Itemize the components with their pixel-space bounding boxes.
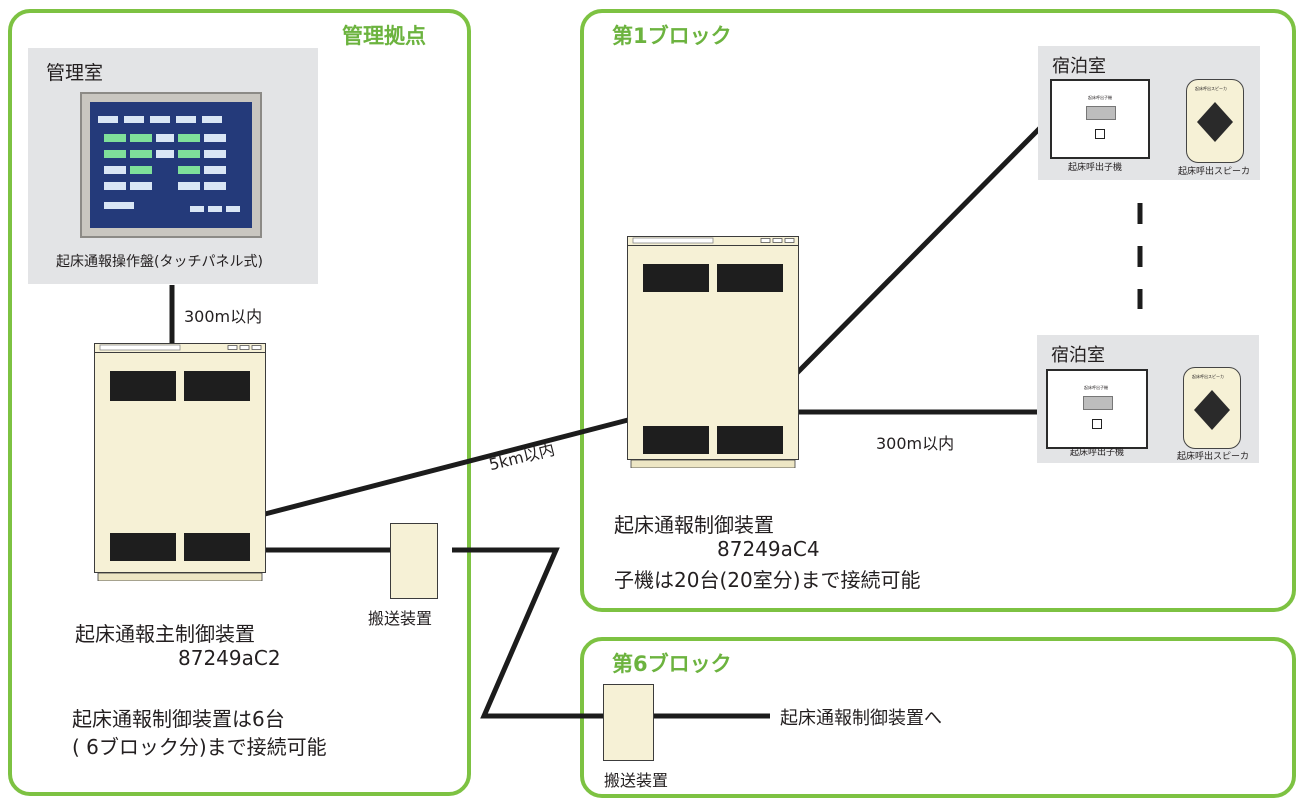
- block6-transport-device: [603, 684, 654, 761]
- block1-controller-name: 起床通報制御装置: [614, 513, 774, 537]
- guest-room-1-speaker-label: 起床呼出スピーカ: [1178, 167, 1251, 177]
- speaker-grille-icon: [1197, 102, 1233, 142]
- speaker-1-tag: 起床呼出スピーカ: [1195, 86, 1227, 91]
- touch-panel-screen-icon: [90, 102, 252, 228]
- block6-group-title: 第6ブロック: [612, 652, 732, 676]
- panel-link-distance: 300m以内: [184, 307, 263, 326]
- guest-room-2-handset-label: 起床呼出子機: [1070, 448, 1125, 458]
- guest-room-1-handset-device: 起床呼出子機: [1050, 79, 1150, 159]
- room-link-distance: 300m以内: [876, 434, 955, 453]
- control-room-title: 管理室: [46, 62, 104, 84]
- block1-controller-cabinet: [627, 236, 799, 468]
- main-controller-cabinet: [94, 343, 266, 581]
- touch-panel-device: [80, 92, 262, 238]
- speaker-2-tag: 起床呼出スピーカ: [1192, 374, 1224, 379]
- main-controller-note-2: ( 6ブロック分)まで接続可能: [72, 735, 327, 759]
- handset-1-tag: 起床呼出子機: [1088, 95, 1112, 100]
- block6-target-label: 起床通報制御装置へ: [780, 708, 942, 729]
- guest-room-2: 宿泊室 起床呼出子機 起床呼出子機 起床呼出スピーカ 起床呼出スピーカ: [1037, 335, 1259, 463]
- guest-room-1-title: 宿泊室: [1052, 56, 1106, 77]
- block1-controller-note: 子機は20台(20室分)まで接続可能: [614, 568, 921, 592]
- guest-room-1-handset-label: 起床呼出子機: [1068, 163, 1123, 173]
- hq-transport-device: [390, 523, 438, 599]
- handset-2-tag: 起床呼出子機: [1084, 385, 1108, 390]
- hq-group-title: 管理拠点: [342, 24, 426, 48]
- guest-room-2-handset-device: 起床呼出子機: [1046, 369, 1148, 449]
- hq-transport-label: 搬送装置: [368, 609, 433, 628]
- block6-transport-label: 搬送装置: [604, 771, 669, 790]
- main-controller-name: 起床通報主制御装置: [75, 622, 255, 646]
- guest-room-2-speaker-device: 起床呼出スピーカ: [1183, 367, 1241, 449]
- speaker-grille-icon: [1194, 390, 1230, 430]
- block1-controller-model: 87249aC4: [717, 537, 820, 561]
- touch-panel-caption: 起床通報操作盤(タッチパネル式): [56, 254, 263, 270]
- guest-room-2-speaker-label: 起床呼出スピーカ: [1177, 452, 1250, 462]
- control-room: 管理室: [28, 48, 318, 284]
- guest-room-1: 宿泊室 起床呼出子機 起床呼出子機 起床呼出スピーカ 起床呼出スピーカ: [1038, 46, 1260, 180]
- main-controller-note-1: 起床通報制御装置は6台: [72, 707, 285, 731]
- guest-room-1-speaker-device: 起床呼出スピーカ: [1186, 79, 1244, 163]
- main-controller-model: 87249aC2: [178, 646, 281, 670]
- block1-group-title: 第1ブロック: [612, 24, 732, 48]
- guest-room-2-title: 宿泊室: [1051, 345, 1105, 366]
